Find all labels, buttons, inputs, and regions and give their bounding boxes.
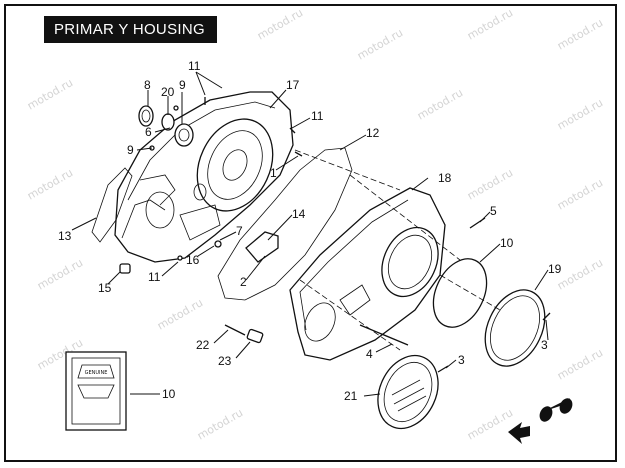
watermark-text: motod.ru — [255, 6, 305, 42]
front-direction-icon — [508, 398, 573, 444]
callout-12: 12 — [366, 126, 380, 140]
seal-and-bearing-group — [138, 105, 194, 147]
bearing-part — [174, 123, 194, 147]
callout-3: 3 — [541, 338, 548, 352]
watermark-text: motod.ru — [555, 16, 605, 52]
callout-19: 19 — [548, 262, 562, 276]
callout-8: 8 — [144, 78, 151, 92]
watermark-text: motod.ru — [465, 166, 515, 202]
callout-16: 16 — [186, 253, 200, 267]
derby-cover — [377, 354, 439, 430]
callout-5: 5 — [490, 204, 497, 218]
callout-22: 22 — [196, 338, 210, 352]
watermark-text: motod.ru — [195, 406, 245, 442]
callout-7: 7 — [236, 224, 243, 238]
watermark-text: motod.ru — [555, 176, 605, 212]
watermark-text: motod.ru — [555, 256, 605, 292]
callout-15: 15 — [98, 281, 112, 295]
callout-11: 11 — [311, 109, 324, 123]
watermark-text: motod.ru — [555, 96, 605, 132]
callout-9: 9 — [127, 143, 134, 157]
callout-23: 23 — [218, 354, 232, 368]
dowel-part — [119, 263, 131, 274]
primary-cover-gasket — [217, 147, 353, 301]
watermark-text: motod.ru — [415, 86, 465, 122]
callout-13: 13 — [58, 229, 72, 243]
diagram-title: PRIMAR Y HOUSING — [44, 16, 217, 43]
callout-21: 21 — [344, 389, 358, 403]
watermark-text: motod.ru — [35, 256, 85, 292]
watermark-text: motod.ru — [465, 406, 515, 442]
callout-labels: 11 8 20 9 6 9 17 11 12 1 18 5 14 13 7 10… — [58, 59, 562, 403]
alignment-lines — [294, 149, 501, 351]
kit-label: GENUINE — [85, 370, 108, 376]
watermark-text: motod.ru — [355, 26, 405, 62]
callout-3: 3 — [458, 353, 465, 367]
callout-4: 4 — [366, 347, 373, 361]
callout-11: 11 — [188, 59, 201, 73]
watermark-text: motod.ru — [555, 346, 605, 382]
seal-part — [138, 105, 154, 127]
callout-2: 2 — [240, 275, 247, 289]
callout-17: 17 — [286, 78, 300, 92]
callout-10: 10 — [162, 387, 176, 401]
inner-housing-gasket — [91, 167, 133, 243]
watermark-text: motod.ru — [25, 76, 75, 112]
leader-lines — [71, 71, 549, 397]
callout-18: 18 — [438, 171, 452, 185]
watermark-text: motod.ru — [25, 166, 75, 202]
watermark-text: motod.ru — [155, 296, 205, 332]
callout-10: 10 — [500, 236, 514, 250]
derby-cover-gasket — [484, 289, 546, 367]
callout-6: 6 — [145, 125, 152, 139]
kit-package: GENUINE — [65, 351, 127, 431]
callout-14: 14 — [292, 207, 306, 221]
callout-9: 9 — [179, 78, 186, 92]
outer-primary-cover — [289, 187, 446, 361]
callout-11: 11 — [148, 270, 161, 284]
o-ring-part — [432, 258, 488, 328]
inner-primary-housing — [114, 91, 294, 263]
callout-20: 20 — [161, 85, 175, 99]
bracket-part — [245, 231, 279, 263]
watermark-text: motod.ru — [465, 6, 515, 42]
retaining-ring-part — [161, 113, 175, 131]
callout-1: 1 — [270, 166, 277, 180]
